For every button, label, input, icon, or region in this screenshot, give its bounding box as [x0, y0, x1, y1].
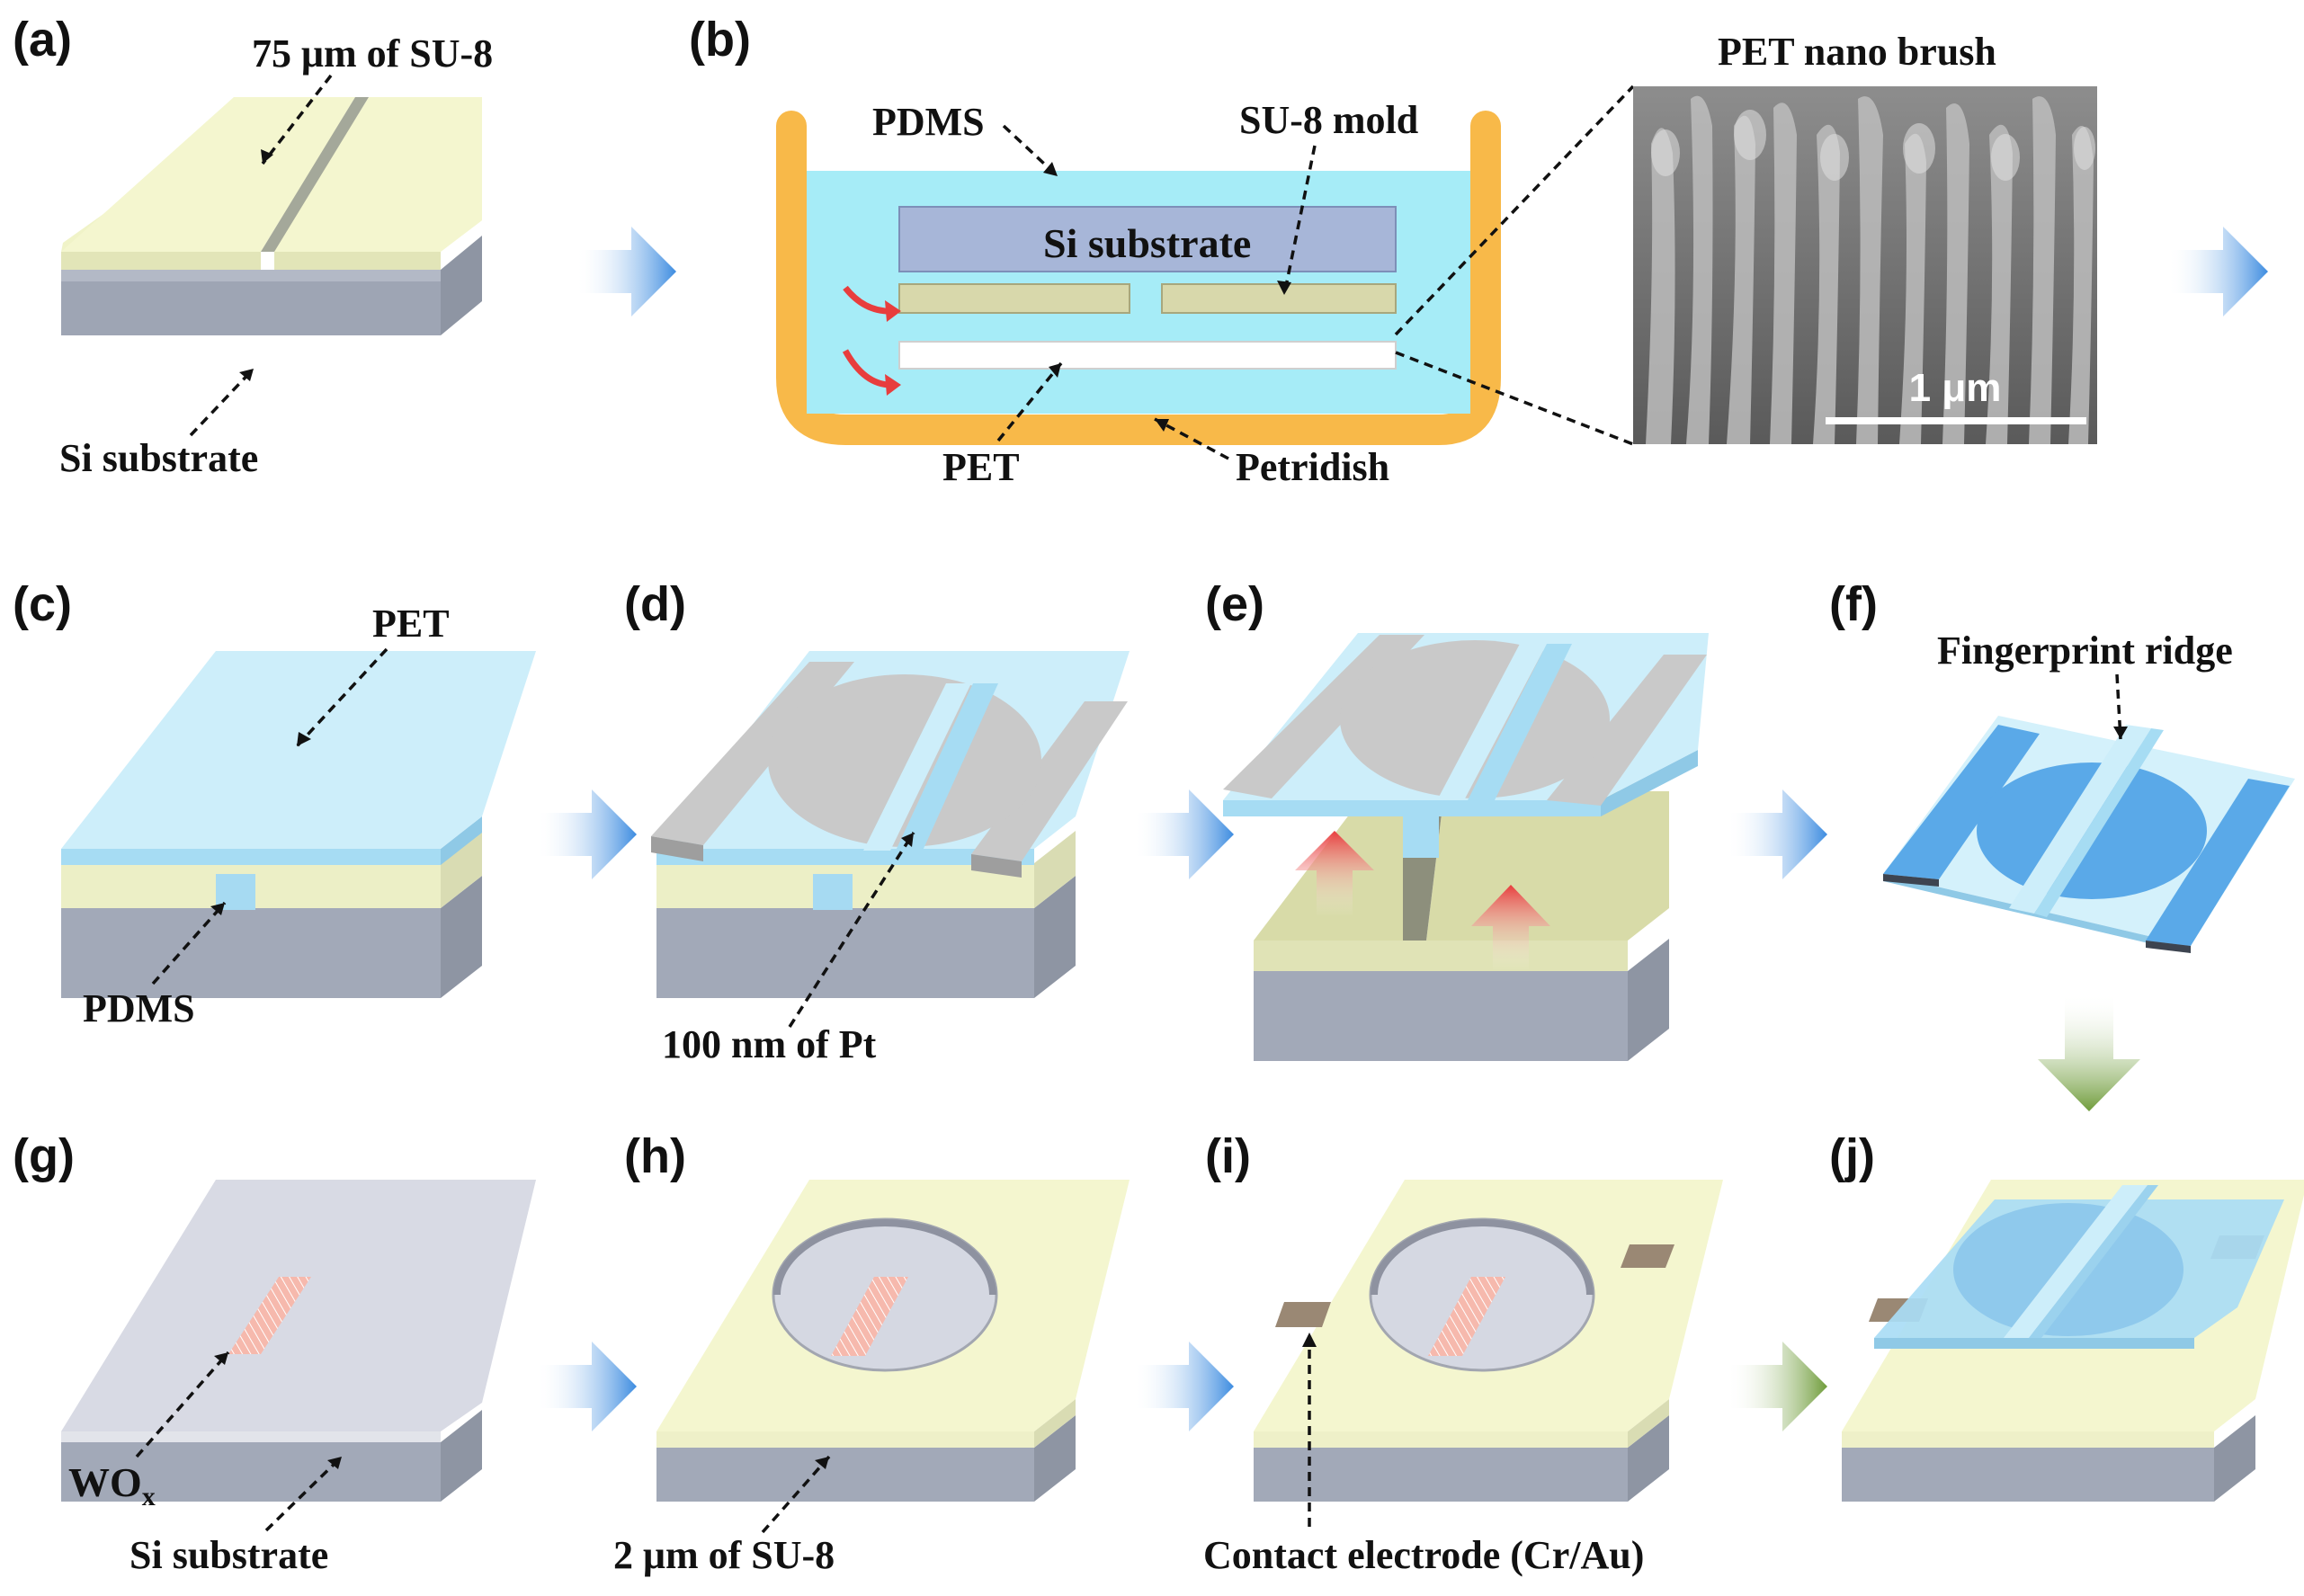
callout-su8 [261, 74, 333, 165]
process-arrow-i-j [1727, 1342, 1827, 1431]
panel-h: (h) 2 μm of SU-8 [613, 1129, 1130, 1577]
callout-su8-mold [1282, 145, 1317, 296]
panel-a: (a) 75 μm of SU-8 Si substrate [13, 13, 493, 480]
panel-b: (b) Si substrate PDMS SU-8 mold PET Petr… [689, 13, 2097, 489]
label-petridish: Petridish [1236, 445, 1389, 489]
panel-letter-j: (j) [1829, 1129, 1875, 1183]
label-si-substrate-b: Si substrate [1043, 220, 1251, 266]
callout-pt [788, 832, 915, 1028]
label-su8-mold: SU-8 mold [1239, 98, 1418, 142]
label-wox: WOx [68, 1459, 156, 1511]
label-fingerprint-ridge: Fingerprint ridge [1937, 629, 2233, 673]
label-pdms-c: PDMS [83, 986, 195, 1030]
panel-e: (e) [1205, 577, 1709, 1061]
callout-petridish [1154, 417, 1229, 460]
panel-d: (d) 100 nm of Pt [624, 577, 1130, 1066]
callout-si-a [189, 367, 255, 437]
si-substrate-i [1254, 1448, 1628, 1502]
callout-pdms-c [151, 901, 227, 985]
su8-mold-right-e [1426, 791, 1669, 941]
lift-arrow-right [1471, 885, 1550, 971]
pet-film-b [898, 341, 1397, 370]
zoom-line-bottom [1395, 351, 1634, 446]
fingerprint-ridge-f [2009, 725, 2151, 914]
process-arrow-e-f [1727, 789, 1827, 879]
su8-trench [261, 97, 369, 252]
su8-block-right [274, 97, 482, 252]
si-substrate-b [898, 206, 1397, 272]
process-arrow-c-d [536, 789, 637, 879]
process-arrow-a-b [576, 227, 676, 317]
panel-i: (i) Contact electrode (Cr/Au) [1203, 1129, 1723, 1577]
panel-letter-a: (a) [13, 13, 72, 67]
pt-electrode-circle [768, 674, 1041, 847]
panel-j: (j) [1829, 1129, 2304, 1502]
panel-letter-e: (e) [1205, 577, 1264, 631]
process-arrow-g-h [536, 1342, 637, 1431]
pet-film-c [61, 651, 536, 849]
si-top-g [61, 1180, 536, 1431]
panel-letter-d: (d) [624, 577, 686, 631]
zoom-line-top [1394, 85, 1635, 336]
panel-letter-g: (g) [13, 1129, 75, 1183]
fingerprint-ridge-d [896, 683, 998, 851]
label-si-substrate-a: Si substrate [59, 436, 258, 480]
panel-c: (c) PET PDMS [13, 577, 536, 1030]
callout-wox [135, 1351, 230, 1458]
process-arrow-b-next [2167, 227, 2268, 317]
callout-si-g [264, 1455, 344, 1532]
callout-pet-c [295, 647, 388, 748]
label-pet-c: PET [372, 602, 450, 646]
sem-scale-label: 1 μm [1909, 366, 2002, 410]
si-substrate-d [656, 908, 1034, 998]
pet-ridge-e [1403, 816, 1439, 858]
callout-su8-thin [761, 1455, 831, 1534]
label-contact-electrode: Contact electrode (Cr/Au) [1203, 1533, 1644, 1577]
si-substrate-g [61, 1442, 441, 1502]
panel-letter-c: (c) [13, 577, 72, 631]
wox-nanowire-h [831, 1277, 908, 1356]
sem-title: PET nano brush [1718, 30, 1996, 74]
su8-block-left [61, 97, 355, 252]
panel-letter-i: (i) [1205, 1129, 1251, 1183]
process-arrow-f-j [2038, 993, 2140, 1111]
callout-pet-b [996, 361, 1063, 442]
panel-letter-b: (b) [689, 13, 751, 67]
label-si-substrate-g: Si substrate [129, 1533, 328, 1577]
label-su8-thickness: 75 μm of SU-8 [252, 31, 493, 76]
su8-mold-right [1161, 283, 1397, 314]
sem-scale-bar [1826, 417, 2086, 424]
pt-pad-right [971, 701, 1128, 861]
sem-image: 1 μm [1633, 86, 2097, 445]
panel-letter-h: (h) [624, 1129, 686, 1183]
wox-nanowire-g [228, 1277, 311, 1354]
su8-mold-left [898, 283, 1130, 314]
petri-dish [776, 111, 1501, 445]
label-pt-thickness: 100 nm of Pt [662, 1022, 877, 1066]
panel-letter-f: (f) [1829, 577, 1878, 631]
contact-electrode-right [1621, 1244, 1674, 1268]
si-substrate-e [1254, 971, 1628, 1061]
process-arrow-h-i [1133, 1342, 1234, 1431]
si-substrate-j [1842, 1448, 2214, 1502]
label-pdms-b: PDMS [872, 100, 985, 144]
fingerprint-ridge-j [2004, 1185, 2148, 1338]
si-substrate-c [61, 908, 441, 998]
label-pet-b: PET [942, 445, 1020, 489]
panel-g: (g) WOx Si substrate [13, 1129, 536, 1577]
lift-arrow-left [1295, 831, 1374, 917]
wox-nanowire-i [1428, 1277, 1505, 1356]
panel-f: (f) Fingerprint ridge [1829, 577, 2295, 953]
process-arrow-d-e [1133, 789, 1234, 879]
contact-electrode-left [1275, 1302, 1331, 1327]
si-substrate-h [656, 1448, 1034, 1502]
label-su8-thin: 2 μm of SU-8 [613, 1533, 835, 1577]
